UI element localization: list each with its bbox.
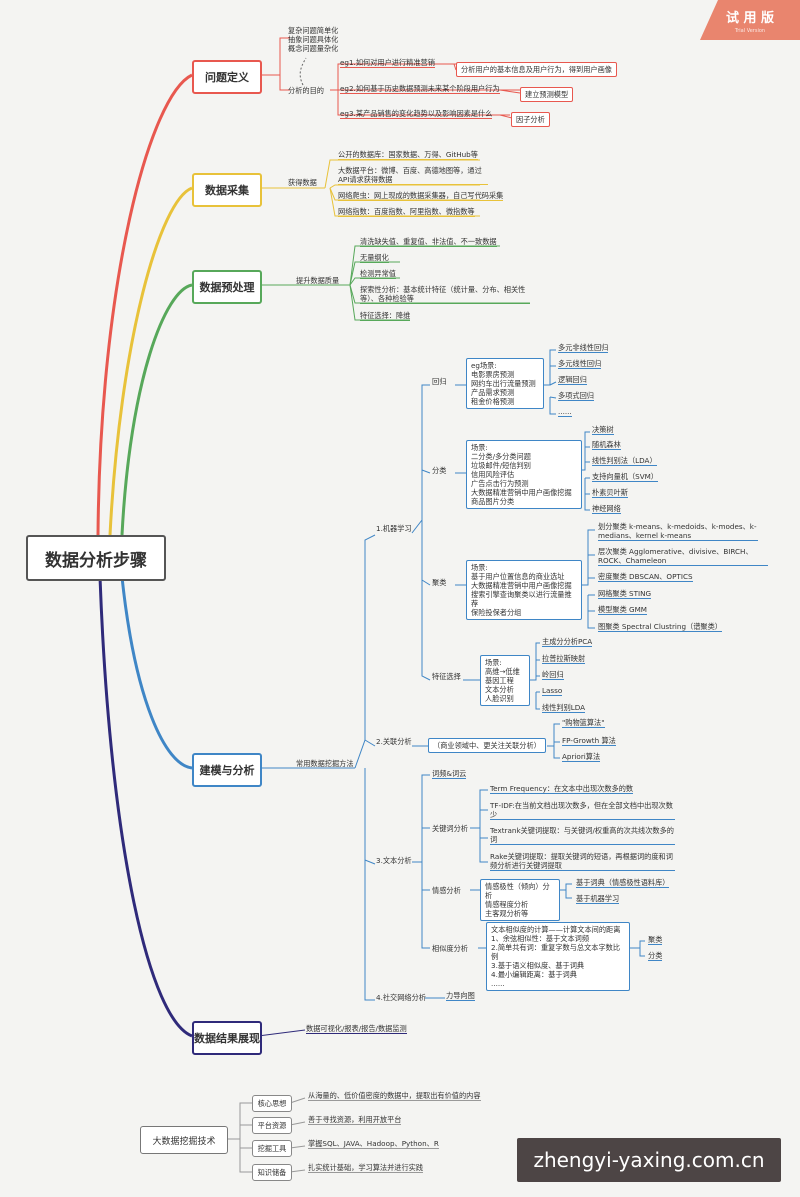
feature-selection-item: 岭回归: [542, 670, 564, 680]
collect-item: 公开的数据库：国家数据、万得、GitHub等: [338, 150, 478, 160]
clustering-item: 密度聚类 DBSCAN、OPTICS: [598, 572, 693, 582]
keyword-analysis-label: 关键词分析: [432, 824, 468, 833]
collect-mid: 获得数据: [288, 178, 317, 187]
eg2-result: 建立预测模型: [520, 87, 574, 102]
regression-item: 多元非线性回归: [558, 343, 609, 353]
feature-selection-label: 特征选择: [432, 672, 461, 681]
purpose-label: 分析的目的: [288, 86, 324, 95]
node-data-collection[interactable]: 数据采集: [192, 173, 262, 207]
sentiment-item: 基于词典（情感极性语料库）: [576, 878, 670, 888]
problem-note: 概念问题量杂化: [288, 44, 339, 53]
clustering-scenes: 场景: 基于用户位置信息的商业选址 大数据精准营销中用户画像挖掘 搜索引擎查询聚…: [466, 560, 582, 620]
regression-scenes: eg场景: 电影票房预测 网约车出行流量预测 产品需求预测 租金价格预测: [466, 358, 544, 409]
collect-item: 网络指数：百度指数、阿里指数、微指数等: [338, 207, 475, 217]
collect-item: 网络爬虫：网上现成的数据采集器，自己写代码采集: [338, 191, 504, 201]
prep-item: 探索性分析：基本统计特征（统计量、分布、相关性等）、各种检验等: [360, 285, 530, 304]
classification-item: 随机森林: [592, 440, 621, 450]
tech-root[interactable]: 大数据挖掘技术: [140, 1126, 228, 1154]
eg1-result: 分析用户的基本信息及用户行为，得到用户画像: [456, 62, 617, 77]
regression-label: 回归: [432, 377, 447, 386]
tech-desc: 掌握SQL、JAVA、Hadoop、Python、R: [308, 1139, 439, 1149]
node-problem-definition[interactable]: 问题定义: [192, 60, 262, 94]
association-item: FP-Growth 算法: [562, 736, 616, 746]
clustering-label: 聚类: [432, 578, 447, 587]
keyword-item: Textrank关键词提取：与关键词/权重高的次共线次数多的词: [490, 826, 675, 845]
prep-item: 检测异常值: [360, 269, 396, 279]
classification-item: 朴素贝叶斯: [592, 488, 628, 498]
prep-mid: 提升数据质量: [296, 276, 340, 285]
branch-line-show: [98, 576, 193, 1038]
prep-item: 特征选择：降维: [360, 311, 411, 321]
sentiment-label: 情感分析: [432, 886, 461, 895]
feature-selection-item: Lasso: [542, 686, 563, 696]
keyword-item: Term Frequency：在文本中出现次数多的数: [490, 784, 634, 794]
classification-item: 支持向量机（SVM）: [592, 472, 658, 482]
tech-desc: 扎实统计基础，学习算法并进行实践: [308, 1163, 424, 1173]
association-item: "购物篮算法": [562, 718, 605, 728]
problem-note: 抽象问题具体化: [288, 35, 339, 44]
keyword-item: TF-IDF:在当前文档出现次数多，但在全部文档中出现次数少: [490, 801, 675, 820]
classification-item: 决策树: [592, 425, 614, 435]
clustering-item: 模型聚类 GMM: [598, 605, 648, 615]
eg1-text: eg1.如何对用户进行精准营销: [340, 58, 435, 68]
similarity-box: 文本相似度的计算——计算文本间的距离 1、余弦相似性：基于文本词频 2.简单共有…: [486, 922, 630, 991]
branch-line-prep: [120, 283, 193, 536]
tech-item-knowledge[interactable]: 知识储备: [252, 1164, 292, 1181]
root-node[interactable]: 数据分析步骤: [26, 535, 166, 581]
tech-item-core[interactable]: 核心思想: [252, 1095, 292, 1112]
feature-selection-item: 拉普拉斯映射: [542, 654, 586, 664]
regression-item: 逻辑回归: [558, 375, 587, 385]
word-cloud-label: 词频&词云: [432, 769, 467, 779]
problem-note: 复杂问题简单化: [288, 26, 339, 35]
classification-item: 线性判别法（LDA）: [592, 456, 657, 466]
sna-item: 力导向图: [446, 991, 475, 1001]
association-item: Apriori算法: [562, 752, 601, 762]
ml-label: 1.机器学习: [376, 524, 412, 533]
classification-scenes: 场景: 二分类/多分类问题 垃圾邮件/短信判别 信用风险评估 广告点击行为预测 …: [466, 440, 582, 509]
classification-item: 神经网络: [592, 504, 621, 514]
clustering-item: 网格聚类 STING: [598, 589, 652, 599]
feature-selection-item: 主成分分析PCA: [542, 637, 593, 647]
tech-desc: 从海量的、低价值密度的数据中，提取出有价值的内容: [308, 1091, 481, 1101]
clustering-item: 划分聚类 k-means、k-medoids、k-modes、k-medians…: [598, 522, 758, 541]
eg3-result: 因子分析: [511, 112, 550, 127]
similarity-label: 相似度分析: [432, 944, 468, 953]
association-label: 2.关联分析: [376, 737, 412, 746]
collect-item: 大数据平台：微博、百度、高德地图等，通过API请求获得数据: [338, 166, 488, 185]
regression-item: 多项式回归: [558, 391, 594, 401]
prep-item: 无量纲化: [360, 253, 389, 263]
regression-item: 多元线性回归: [558, 359, 602, 369]
tech-item-platform[interactable]: 平台资源: [252, 1117, 292, 1134]
keyword-item: Rake关键词提取：提取关键词的短语，再根据词的度和词频分析进行关键词提取: [490, 852, 675, 871]
show-item: 数据可视化/报表/报告/数据监测: [306, 1024, 407, 1034]
association-scene: （商业领域中、更关注关联分析）: [428, 738, 546, 753]
prep-item: 清洗缺失值、重复值、非法值、不一致数据: [360, 237, 497, 247]
sentiment-box: 情感极性（倾向）分析 情感程度分析 主客观分析等: [480, 879, 560, 921]
eg2-text: eg2.如何基于历史数据预测未来某个阶段用户行为: [340, 84, 500, 94]
text-analysis-label: 3.文本分析: [376, 856, 412, 865]
classification-label: 分类: [432, 466, 447, 475]
node-data-preprocessing[interactable]: 数据预处理: [192, 270, 262, 304]
sentiment-item: 基于机器学习: [576, 894, 620, 904]
clustering-item: 层次聚类 Agglomerative、divisive、BIRCH、ROCK、C…: [598, 547, 768, 566]
feature-selection-scenes: 场景: 高维→低维 基因工程 文本分析 人脸识别: [480, 655, 530, 706]
similarity-item: 分类: [648, 951, 663, 961]
model-mid: 常用数据挖掘方法: [296, 759, 354, 768]
regression-item: ......: [558, 407, 572, 417]
node-result-presentation[interactable]: 数据结果展现: [192, 1021, 262, 1055]
sna-label: 4.社交网络分析: [376, 993, 426, 1002]
similarity-item: 聚类: [648, 935, 663, 945]
eg3-text: eg3.某产品销售的变化趋势以及影响因素是什么: [340, 109, 493, 119]
branch-line-problem: [96, 73, 193, 536]
tech-desc: 善于寻找资源，利用开放平台: [308, 1115, 402, 1125]
feature-selection-item: 线性判别LDA: [542, 703, 586, 713]
branch-line-model: [120, 576, 193, 770]
tech-item-tools[interactable]: 挖掘工具: [252, 1140, 292, 1157]
clustering-item: 图聚类 Spectral Clustring（谱聚类）: [598, 622, 722, 632]
node-modeling-analysis[interactable]: 建模与分析: [192, 753, 262, 787]
branch-line-collect: [108, 186, 193, 536]
watermark: zhengyi-yaxing.com.cn: [517, 1138, 781, 1182]
